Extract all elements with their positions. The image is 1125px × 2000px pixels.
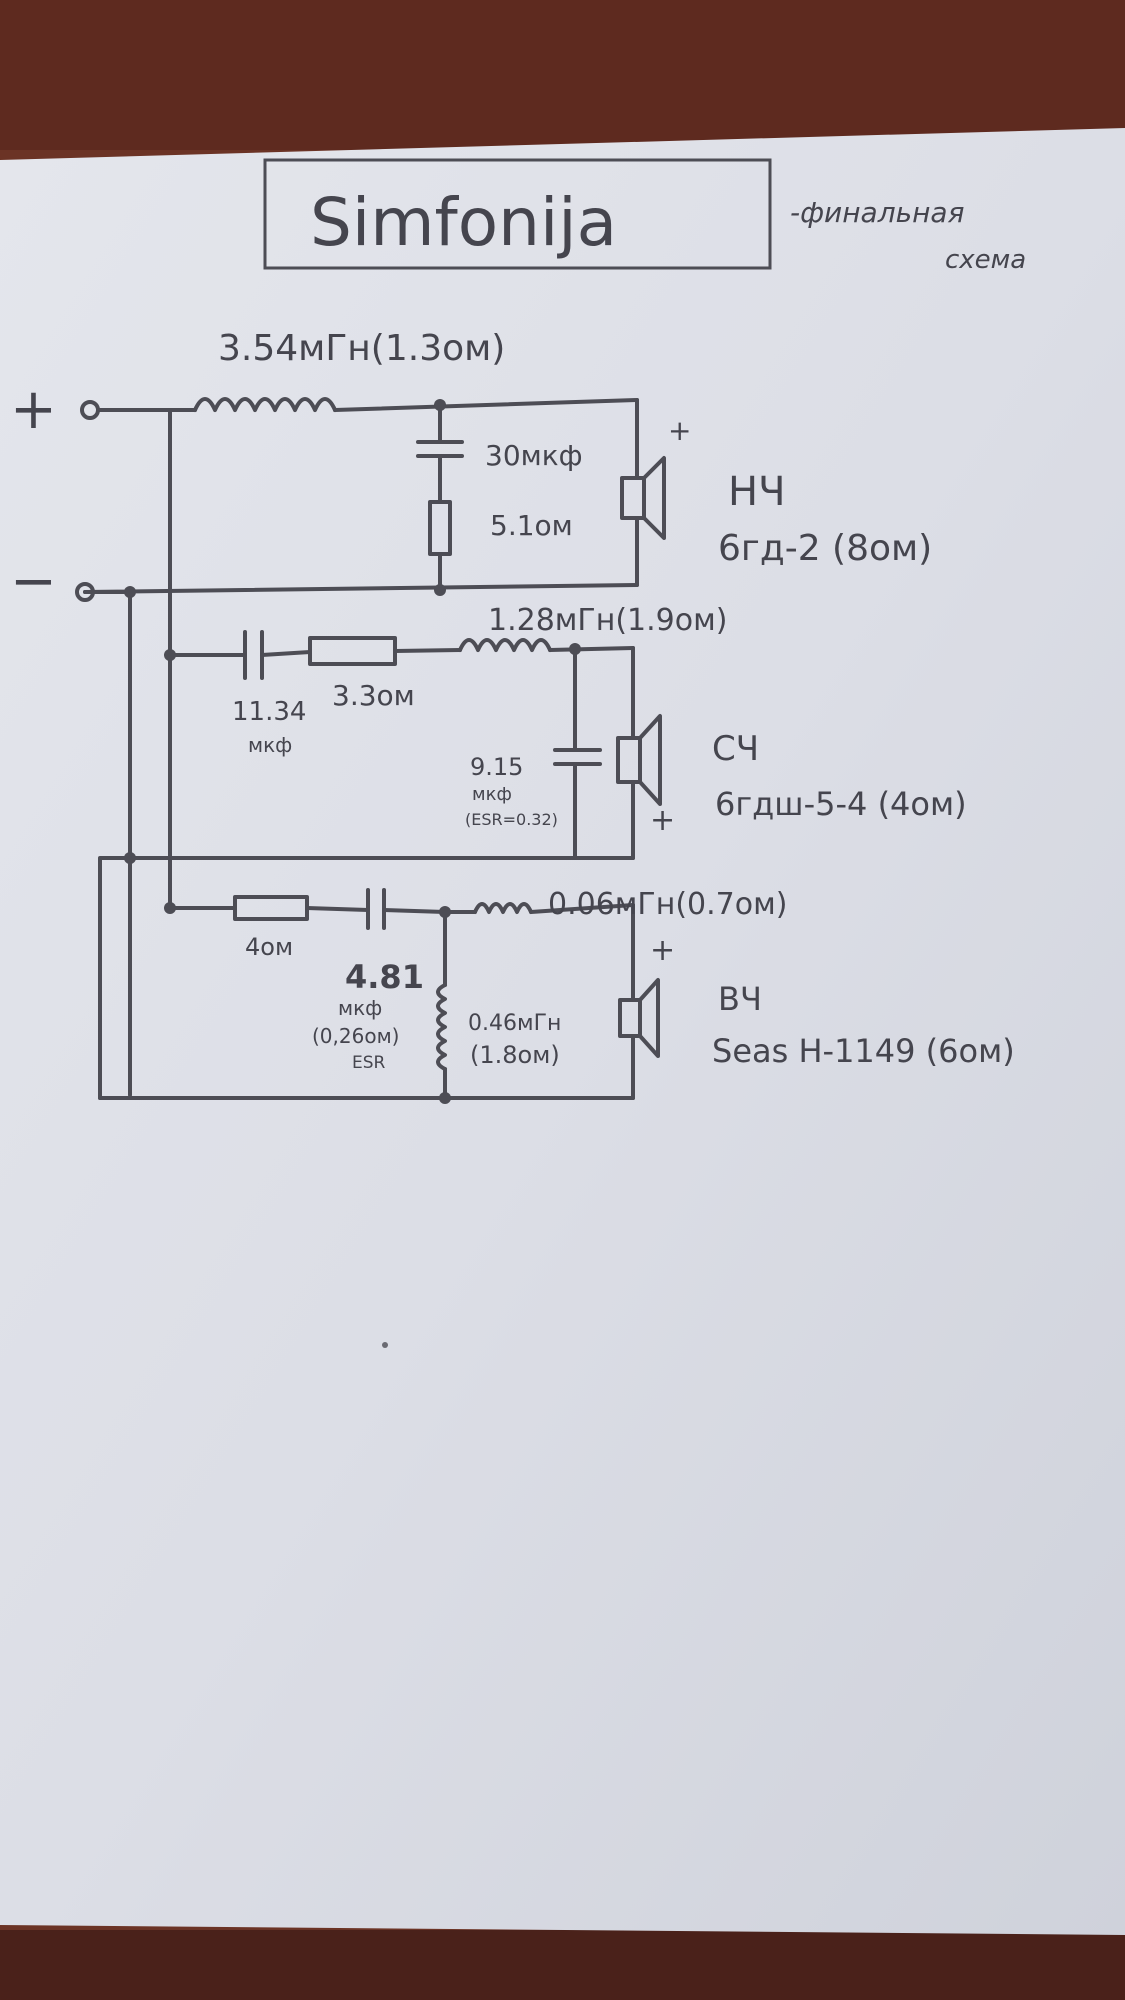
wire-mid-cap-res: [260, 650, 312, 657]
table-bottom: [0, 1930, 1125, 2000]
mid-resistor-label: 3.3ом: [332, 679, 415, 712]
mid-model: 6гдш-5-4 (4ом): [715, 785, 967, 823]
tweeter-series-inductor: [473, 902, 533, 914]
tweeter-ground-node: [439, 1092, 451, 1104]
mid-cap-value: 11.34: [232, 697, 306, 727]
woofer-resistor-label: 5.1ом: [490, 509, 573, 542]
woofer-model: 6гд-2 (8ом): [718, 528, 932, 569]
tweeter-cap-value: 4.81: [345, 958, 424, 996]
tweeter-section: 4ом 4.81 мкф (0,26ом) ESR 0.06мГн(0.7ом)…: [98, 856, 1015, 1104]
tweeter-shunt-inductor: [436, 983, 447, 1071]
mid-cap2-value: 9.15: [470, 753, 523, 781]
wire-tweeter-in: [168, 878, 237, 910]
title: Simfonija: [310, 184, 617, 261]
wire-tweeter-cap-node: [382, 908, 447, 914]
tweeter-shunt-inductor-value: 0.46мГн: [468, 1011, 561, 1036]
woofer-section: 3.54мГн(1.3ом) 30мкф 5.1ом + НЧ 6гд-2 (8…: [83, 328, 932, 596]
wire-outer-ground-loop: [98, 856, 132, 1100]
mid-cap-unit: мкф: [248, 733, 292, 757]
woofer-ground-node: [434, 584, 446, 596]
subtitle-line-2: схема: [945, 245, 1026, 275]
tweeter-series-inductor-label: 0.06мГн(0.7ом): [548, 887, 787, 922]
mid-cap2-esr: (ESR=0.32): [465, 810, 558, 829]
woofer-code: НЧ: [728, 469, 786, 515]
wire-woofer-top: [333, 398, 639, 412]
minus-rail-node: [124, 586, 136, 598]
woofer-inductor-label: 3.54мГн(1.3ом): [218, 328, 505, 369]
subtitle-line-1: -финальная: [790, 196, 964, 229]
wire-mid-top: [548, 646, 635, 652]
mid-code: СЧ: [712, 729, 759, 769]
tweeter-cap-esr: (0,26ом): [312, 1024, 399, 1048]
wire-minus-rail: [83, 583, 639, 594]
mid-inductor-label: 1.28мГн(1.9ом): [488, 603, 727, 638]
woofer-top-node: [434, 399, 446, 411]
mid-speaker-cone: [638, 714, 662, 806]
tweeter-shunt-inductor-res: (1.8ом): [470, 1041, 560, 1069]
paper-sheet: [0, 128, 1125, 1935]
tweeter-cap-esr-label: ESR: [352, 1053, 386, 1073]
minus-terminal-label: −: [10, 549, 57, 614]
pencil-mark: [382, 1342, 388, 1348]
tweeter-polarity: +: [650, 933, 675, 968]
mid-section: 1.28мГн(1.9ом) 11.34 мкф 3.3ом 9.15 мкф …: [124, 603, 967, 864]
table-top: [0, 0, 1125, 150]
title-box: [263, 158, 772, 270]
mid-inductor: [458, 638, 552, 652]
tweeter-cap-unit: мкф: [338, 996, 382, 1020]
tweeter-resistor-label: 4ом: [245, 933, 293, 961]
plus-terminal-label: +: [10, 377, 57, 442]
wire-tweeter-top: [529, 903, 635, 914]
tweeter-model: Seas H-1149 (6ом): [712, 1032, 1015, 1070]
tweeter-code: ВЧ: [718, 980, 762, 1018]
woofer-inductor: [193, 397, 337, 412]
woofer-polarity: +: [668, 414, 691, 447]
woofer-speaker-cone: [642, 456, 666, 540]
mid-polarity: +: [650, 803, 675, 838]
tweeter-speaker-cone: [638, 978, 660, 1058]
woofer-cap-label: 30мкф: [485, 439, 583, 472]
wire-tweeter-res-cap: [305, 906, 370, 912]
wire-mid-res-ind: [393, 648, 462, 653]
mid-cap2-unit: мкф: [472, 784, 512, 805]
